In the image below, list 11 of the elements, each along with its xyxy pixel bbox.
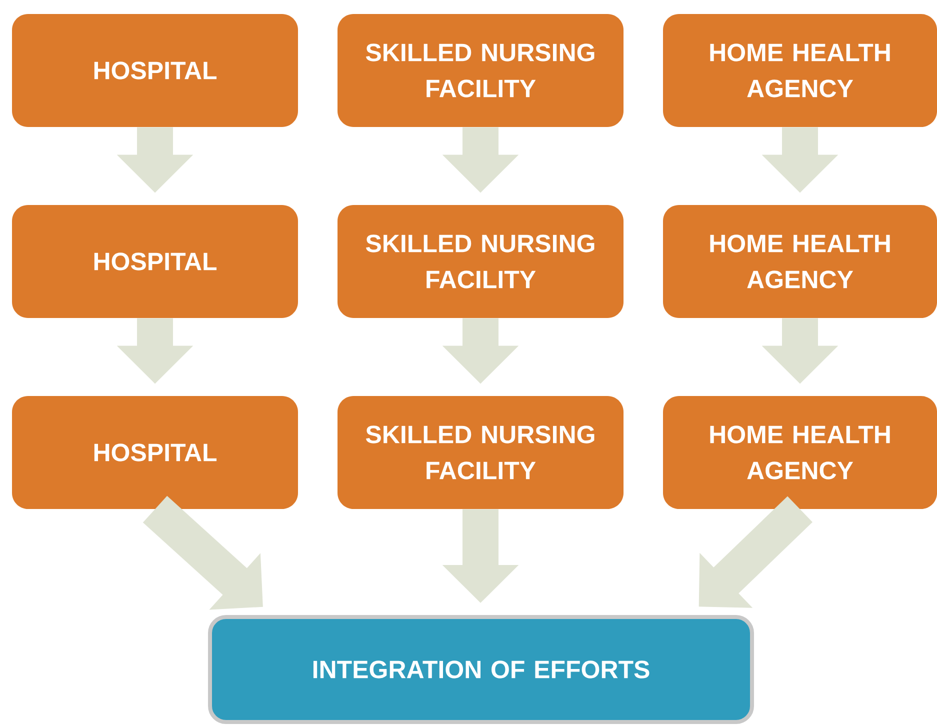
- care-setting-box: HOSPITAL: [12, 396, 298, 509]
- goal-box: INTEGRATION OF EFFORTS: [208, 615, 754, 724]
- care-setting-box: SKILLED NURSING FACILITY: [338, 205, 624, 318]
- care-setting-box: HOSPITAL: [12, 205, 298, 318]
- care-setting-box: SKILLED NURSING FACILITY: [338, 14, 624, 127]
- care-setting-box: HOSPITAL: [12, 14, 298, 127]
- arrow: [698, 496, 812, 608]
- care-setting-box: HOME HEALTH AGENCY: [663, 396, 937, 509]
- care-setting-box: HOME HEALTH AGENCY: [663, 205, 937, 318]
- care-setting-box: HOME HEALTH AGENCY: [663, 14, 937, 127]
- care-setting-box: SKILLED NURSING FACILITY: [338, 396, 624, 509]
